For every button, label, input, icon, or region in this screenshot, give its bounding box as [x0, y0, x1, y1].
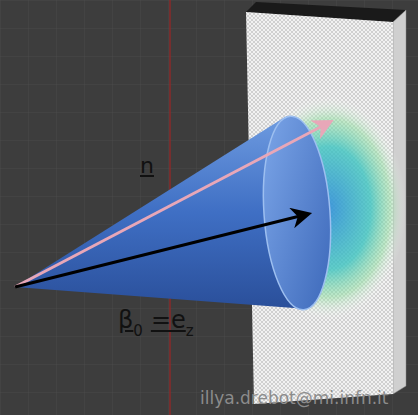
watermark: illya.drebot@mi.infn.it: [200, 390, 389, 407]
velocity-vector: [15, 214, 308, 287]
subscript-label: 0: [133, 324, 143, 339]
symbol-label: β: [118, 308, 133, 332]
vector-label: n: [140, 155, 154, 177]
direction-vector: [15, 122, 330, 287]
symbol-label: =e: [151, 308, 186, 332]
cone-base: [257, 114, 336, 312]
subscript-label: z: [186, 324, 194, 339]
